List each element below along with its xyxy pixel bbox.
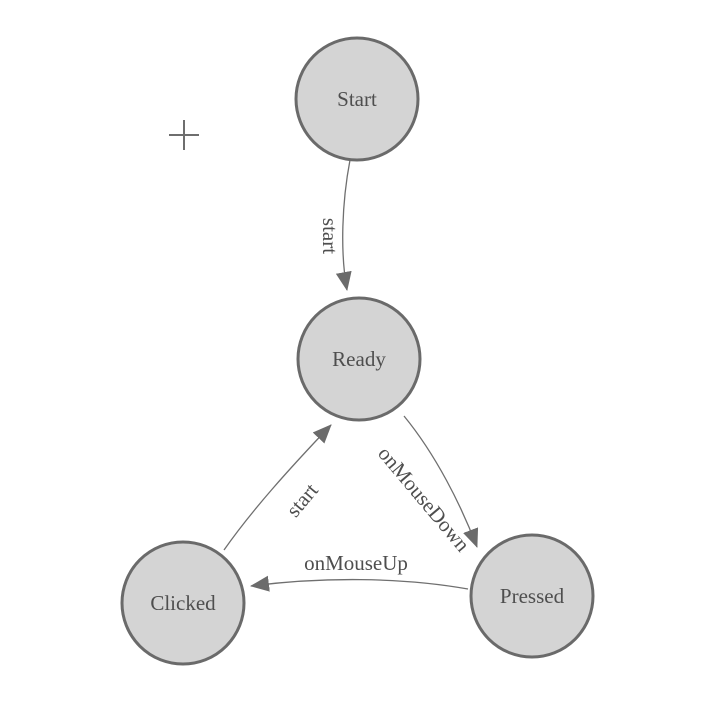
edge-start-to-ready-label: start — [318, 218, 342, 254]
edge-clicked-to-ready[interactable]: start — [223, 424, 332, 551]
crosshair-cursor-icon — [169, 120, 199, 150]
node-ready-label: Ready — [332, 347, 386, 371]
node-clicked[interactable]: Clicked — [120, 540, 246, 666]
node-clicked-circle[interactable] — [120, 540, 246, 666]
node-pressed-circle[interactable] — [469, 533, 595, 659]
node-pressed[interactable]: Pressed — [469, 533, 595, 659]
node-pressed-label: Pressed — [500, 584, 565, 608]
edge-ready-to-pressed[interactable]: onMouseDown — [373, 415, 479, 557]
edge-pressed-to-clicked-path[interactable] — [250, 575, 469, 592]
edge-pressed-to-clicked[interactable]: onMouseUp — [250, 551, 469, 592]
edge-ready-to-pressed-label: onMouseDown — [373, 442, 475, 557]
node-clicked-label: Clicked — [150, 591, 216, 615]
node-start[interactable]: Start — [294, 36, 420, 162]
node-ready-circle[interactable] — [296, 296, 422, 422]
node-ready[interactable]: Ready — [296, 296, 422, 422]
node-start-label: Start — [337, 87, 377, 111]
edge-pressed-to-clicked-label: onMouseUp — [304, 551, 408, 575]
node-start-circle[interactable] — [294, 36, 420, 162]
edge-clicked-to-ready-label: start — [281, 478, 323, 521]
edge-start-to-ready-path[interactable] — [335, 159, 352, 291]
edge-clicked-to-ready-path[interactable] — [223, 424, 332, 551]
edge-ready-to-pressed-path[interactable] — [403, 415, 479, 548]
edge-start-to-ready[interactable]: start — [318, 159, 352, 291]
